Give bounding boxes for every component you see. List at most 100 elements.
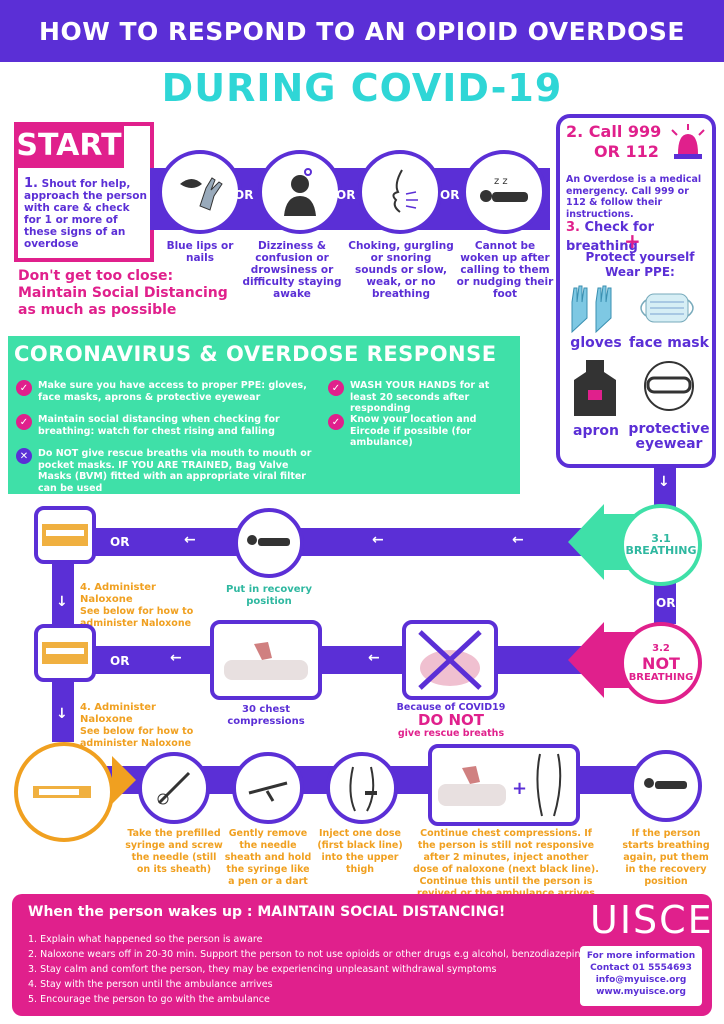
check-breathing: 3. Check for breathing [566, 218, 724, 256]
connector [52, 564, 74, 626]
start-label: START [14, 122, 124, 168]
call-number: Call 999 [588, 122, 662, 141]
plus-sign: + [624, 229, 641, 253]
naloxone-title: Administer Naloxone [80, 582, 156, 605]
connector [654, 468, 676, 508]
covid-item: Know your location and Eircode if possib… [350, 414, 477, 448]
contact-email[interactable]: info@myuisce.org [595, 975, 687, 985]
gloves-icon [566, 282, 622, 338]
ppe-label: face mask [629, 335, 709, 351]
lips-hand-icon [158, 150, 242, 234]
contact-website[interactable]: www.myuisce.org [596, 987, 686, 997]
arrow-left-icon: ← [184, 532, 196, 548]
sleeping-person-icon: z z [462, 150, 546, 234]
covid-title: CORONAVIRUS & OVERDOSE RESPONSE [14, 342, 497, 366]
or-label: OR [110, 654, 130, 668]
naloxone-kit-icon [34, 624, 96, 682]
or-label: OR [656, 596, 676, 610]
step-number: 4. [80, 582, 91, 593]
naloxone-title: Administer Naloxone [80, 702, 156, 725]
naloxone-step: 4. Administer Naloxone See below for how… [80, 582, 200, 630]
wake-up-item: 5. Encourage the person to go with the a… [28, 994, 270, 1005]
arrow-left-icon: ← [368, 650, 380, 666]
arrow-down-icon: ↓ [658, 474, 670, 490]
call-title: 2. Call 999 [566, 122, 661, 141]
or-label: OR [110, 535, 130, 549]
face-mask-icon [636, 284, 698, 336]
naloxone-sub: See below for how to administer Naloxone [80, 726, 194, 749]
wake-up-item: 3. Stay calm and comfort the person, the… [28, 964, 497, 975]
breathing-num: 3.1 [651, 532, 671, 545]
check-icon: ✓ [328, 414, 344, 430]
protect-text: Protect yourself Wear PPE: [570, 250, 710, 280]
naloxone-step-label: Continue chest compressions. If the pers… [413, 828, 599, 899]
arrow-down-icon: ↓ [56, 594, 68, 610]
screw-needle-icon [138, 752, 210, 824]
not-breathing-label: BREATHING [628, 671, 694, 683]
no-rescue-breaths-icon [402, 620, 498, 700]
distancing-warning: Don't get too close: Maintain Social Dis… [18, 268, 258, 319]
covid-item: Maintain social distancing when checking… [38, 414, 280, 437]
chest-label: 30 chest compressions [227, 704, 305, 727]
step-number: 1. [24, 176, 38, 191]
warning-line: Don't get too close: [18, 268, 174, 284]
apron-icon [568, 356, 622, 422]
check-icon: ✓ [16, 380, 32, 396]
or-label: OR [336, 188, 356, 202]
contact-line: For more information [586, 951, 696, 961]
naloxone-kit-icon [34, 506, 96, 564]
breathing-face-icon [358, 150, 442, 234]
recovery-position-icon [630, 750, 702, 822]
protect-line: Wear PPE: [605, 265, 675, 279]
naloxone-step-label: Take the prefilled syringe and screw the… [125, 828, 223, 875]
sign-label: Dizziness & confusion or drowsiness or d… [242, 240, 342, 300]
chest-compression-icon [210, 620, 322, 700]
sign-label: Blue lips or nails [166, 240, 234, 264]
ppe-label: gloves [570, 335, 622, 351]
start-text: 1. Shout for help, approach the person w… [24, 176, 148, 250]
not-breathing-label: NOT [642, 653, 680, 673]
dizzy-person-icon [258, 150, 342, 234]
connector [52, 682, 74, 742]
covid-item: Do NOT give rescue breaths via mouth to … [38, 448, 312, 494]
protect-line: Protect yourself [585, 250, 695, 264]
warning-line: Maintain Social Distancing [18, 285, 228, 301]
breathing-label: BREATHING [625, 544, 697, 557]
flow-band [60, 646, 620, 674]
arrow-left-icon: ← [170, 650, 182, 666]
or-label: OR [440, 188, 460, 202]
step-number: 2. [566, 122, 584, 141]
naloxone-step-label: If the person starts breathing again, pu… [622, 828, 710, 887]
arrow-left-icon: ← [512, 532, 524, 548]
check-icon: ✓ [16, 414, 32, 430]
remove-sheath-icon [232, 752, 304, 824]
covid-note: Because of COVID19 [396, 702, 506, 713]
siren-icon [668, 124, 708, 164]
call-text: An Overdose is a medical emergency. Call… [566, 174, 702, 220]
connector [654, 580, 676, 624]
start-instructions: Shout for help, approach the person with… [24, 178, 147, 250]
arrow-right-shape [112, 756, 136, 808]
rescue-breaths-label: give rescue breaths [397, 728, 505, 739]
do-not-label: DO NOT [418, 711, 484, 729]
x-icon: ✕ [16, 448, 32, 464]
step-number: 4. [80, 702, 91, 713]
not-breathing-num: 3.2 [652, 642, 670, 654]
ppe-label: protective eyewear [628, 421, 710, 452]
goggles-icon [640, 356, 698, 422]
wake-up-title: When the person wakes up : MAINTAIN SOCI… [28, 904, 506, 920]
step-number: 3. [566, 220, 580, 235]
naloxone-step: 4. Administer Naloxone See below for how… [80, 702, 200, 750]
page-title: HOW TO RESPOND TO AN OPIOID OVERDOSE [0, 0, 724, 62]
naloxone-sub: See below for how to administer Naloxone [80, 606, 194, 629]
call-title-alt: OR 112 [594, 142, 659, 161]
naloxone-syringe-icon [14, 742, 114, 842]
wake-up-item: 1. Explain what happened so the person i… [28, 934, 263, 945]
ppe-label: apron [573, 423, 619, 439]
recovery-label: Put in recovery position [225, 584, 312, 607]
check-breathing-label: Check for breathing [566, 220, 655, 254]
breathing-circle: 3.1 BREATHING [620, 504, 702, 586]
covid-item: WASH YOUR HANDS for at least 20 seconds … [350, 380, 490, 414]
wake-up-item: 4. Stay with the person until the ambula… [28, 979, 273, 990]
covid-item: Make sure you have access to proper PPE:… [38, 380, 307, 403]
